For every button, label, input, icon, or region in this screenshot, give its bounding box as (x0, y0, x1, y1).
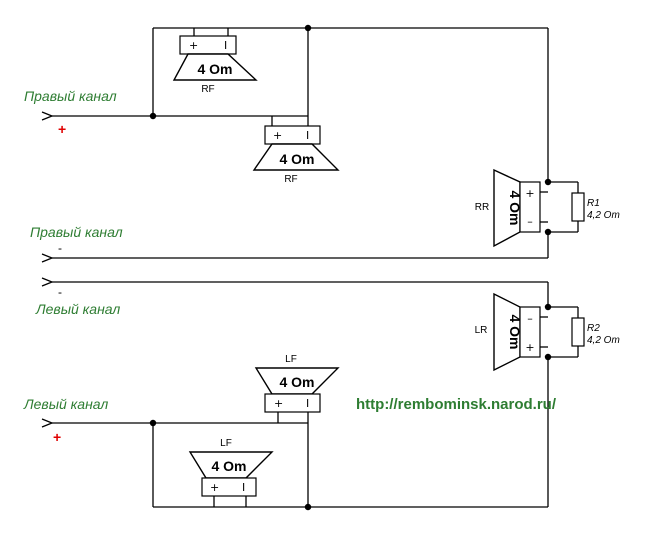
rr-impedance: 4 Om (507, 190, 523, 225)
speaker-rf-top: + I 4 Om RF (172, 28, 258, 95)
junction-dots (149, 24, 552, 511)
rf-bottom-plus: + (273, 129, 282, 142)
lf-bottom-impedance: 4 Om (211, 458, 246, 474)
speaker-lr: 4 Om – + LR (475, 292, 548, 372)
r1-value: 4,2 Om (587, 210, 620, 221)
lf-bottom-minus: I (242, 481, 245, 494)
lf-bottom-plus: + (210, 481, 219, 494)
left-channel-plus-label: Левый канал (23, 396, 108, 412)
channel-labels: Правый канал + Правый канал - - Левый ка… (23, 88, 123, 445)
rf-top-plus: + (189, 39, 198, 52)
speaker-lf-bottom: LF 4 Om + I (188, 438, 274, 507)
resistor-r2: R2 4,2 Om (571, 317, 620, 347)
rf-bottom-minus: I (306, 129, 309, 142)
lf-top-minus: I (306, 397, 309, 410)
lr-tag: LR (475, 325, 488, 336)
resistor-r1: R1 4,2 Om (571, 192, 620, 222)
lf-top-tag: LF (285, 354, 297, 365)
rr-minus: – (527, 215, 533, 228)
speaker-lf-top: LF 4 Om + I (254, 354, 340, 423)
wires (52, 27, 579, 508)
rf-top-minus: I (224, 39, 227, 52)
speaker-rr: 4 Om + – RR (475, 168, 548, 248)
input-arrows (41, 111, 54, 428)
rf-top-impedance: 4 Om (197, 61, 232, 77)
lf-top-plus: + (274, 397, 283, 410)
rr-tag: RR (475, 202, 489, 213)
rf-bottom-impedance: 4 Om (279, 151, 314, 167)
right-minus-sign: - (58, 241, 62, 255)
right-plus-sign: + (58, 121, 66, 137)
left-plus-sign: + (53, 429, 61, 445)
rr-plus: + (525, 187, 534, 200)
right-channel-plus-label: Правый канал (24, 88, 117, 104)
r2-name: R2 (587, 323, 600, 334)
rf-top-tag: RF (201, 84, 214, 95)
lf-bottom-tag: LF (220, 438, 232, 449)
speaker-rf-bottom: + I 4 Om RF (252, 116, 340, 185)
right-channel-minus-label: Правый канал (30, 224, 123, 240)
lr-minus: – (527, 312, 533, 325)
lr-impedance: 4 Om (507, 314, 523, 349)
r2-value: 4,2 Om (587, 335, 620, 346)
lr-plus: + (525, 341, 534, 354)
left-channel-minus-label: Левый канал (35, 301, 120, 317)
left-minus-sign: - (58, 285, 62, 299)
r1-name: R1 (587, 198, 600, 209)
lf-top-impedance: 4 Om (279, 374, 314, 390)
rf-bottom-tag: RF (284, 174, 297, 185)
website-link[interactable]: http://rembominsk.narod.ru/ (356, 396, 557, 413)
